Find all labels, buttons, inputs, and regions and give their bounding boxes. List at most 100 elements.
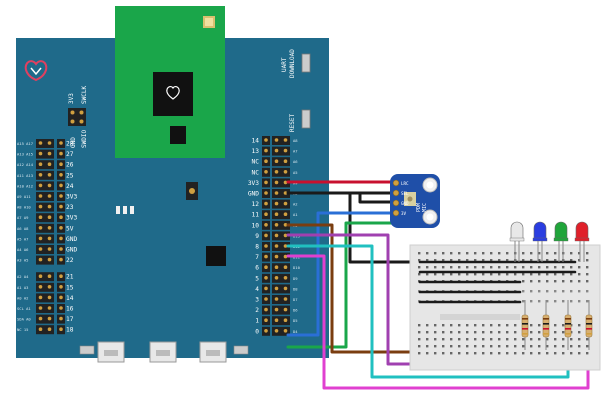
left-pin-label: 16 <box>66 306 74 313</box>
label-swdio: SWDIO <box>81 130 88 148</box>
left-outer-label: A3 A5 <box>17 258 28 263</box>
resistor <box>585 314 593 338</box>
sensor-pin-label: 3V <box>401 211 407 216</box>
right-pin-label: 3 <box>255 297 259 304</box>
board-buttons: UART DOWNLOAD RESET <box>281 49 311 132</box>
sensor-pin-label: LRC <box>401 181 409 186</box>
left-pin-label: 26 <box>66 162 74 169</box>
right-pin-label: 7 <box>255 254 259 261</box>
resistors <box>521 300 593 350</box>
led <box>510 221 524 241</box>
label-uart: UART <box>281 57 288 72</box>
right-pin-label: 0 <box>255 328 259 335</box>
left-outer-label: SCL A1 <box>17 306 31 311</box>
left-outer-label: A4 A6 <box>17 247 29 252</box>
left-pin-label: 15 <box>66 284 74 291</box>
left-pin-label: 17 <box>66 316 74 323</box>
left-outer-label: A2 A4 <box>17 274 29 279</box>
left-pin-label: 18 <box>66 327 74 334</box>
label-download: DOWNLOAD <box>289 49 296 78</box>
left-pin-label: 3V3 <box>66 215 77 222</box>
left-outer-label: A6 A8 <box>17 226 29 231</box>
right-pin-label: NC <box>252 159 260 166</box>
right-outer-label: A1 <box>293 212 298 217</box>
leds <box>509 221 590 262</box>
left-outer-label: NC 15 <box>17 327 28 332</box>
left-pin-label: 3V3 <box>66 194 77 201</box>
right-pin-label: 5 <box>255 275 259 282</box>
left-outer-label: A1 A3 <box>17 285 28 290</box>
wire <box>286 221 397 349</box>
left-outer-label: A7 A9 <box>17 215 29 220</box>
right-outer-label: D4 <box>293 329 298 334</box>
sensor-pin-label: GND <box>401 201 409 206</box>
left-pin-label: 5V <box>66 225 74 232</box>
right-pin-label: 8 <box>255 244 259 251</box>
left-outer-label: A12 A14 <box>17 162 34 167</box>
label-swclk: SWCLK <box>81 86 88 104</box>
led <box>554 221 568 241</box>
right-outer-label: D7 <box>293 297 298 302</box>
reset-button[interactable] <box>301 109 311 129</box>
right-outer-label: D9 <box>293 276 298 281</box>
resistor <box>521 314 529 338</box>
right-outer-label: A7 <box>293 149 298 154</box>
wire <box>286 254 590 390</box>
left-outer-label: A10 A12 <box>17 183 33 188</box>
breadboard <box>409 244 601 371</box>
breadboard-body <box>409 244 601 371</box>
right-outer-label: D6 <box>293 308 298 313</box>
left-pin-label: GND <box>66 236 77 243</box>
left-outer-label: A13 A15 <box>17 152 33 157</box>
led <box>575 221 589 241</box>
module-chip <box>153 72 193 116</box>
swd-header: 3V3 SWCLK GND SWDIO <box>68 86 88 148</box>
label-reset: RESET <box>289 114 296 132</box>
module-chip-small <box>170 126 186 144</box>
label-gnd: GND <box>70 137 77 148</box>
right-outer-label: A8 <box>293 138 298 143</box>
label-mic: MIC <box>422 203 428 212</box>
right-pin-label: GND <box>248 191 259 198</box>
wire <box>286 211 397 337</box>
right-outer-label: A2 <box>293 202 298 207</box>
left-pin-label: 21 <box>66 274 74 281</box>
right-pin-label: 13 <box>252 148 260 155</box>
left-pin-label: 28 <box>66 141 74 148</box>
left-pin-label: GND <box>66 247 77 254</box>
label-3v3: 3V3 <box>68 93 75 104</box>
resistor <box>564 314 572 338</box>
wire <box>286 191 422 264</box>
right-pin-label: 10 <box>252 222 260 229</box>
left-outer-label: A15 A17 <box>17 141 33 146</box>
right-outer-label: D5 <box>293 318 298 323</box>
right-pin-label: 1 <box>255 318 259 325</box>
dev-board: 3V3 SWCLK GND SWDIO UART DOWNLOAD RESET <box>16 6 329 363</box>
right-pin-label: 2 <box>255 307 259 314</box>
left-outer-label: A11 A13 <box>17 173 33 178</box>
right-outer-label: D10 <box>293 265 301 270</box>
left-pin-label: 25 <box>66 172 74 179</box>
right-outer-label: D8 <box>293 286 298 291</box>
right-outer-label: A5 <box>293 170 298 175</box>
right-pin-label: NC <box>252 169 260 176</box>
right-pin-label: 11 <box>252 212 260 219</box>
left-pin-label: 14 <box>66 295 74 302</box>
logo-icon <box>24 60 48 82</box>
left-pin-label: 24 <box>66 183 74 190</box>
left-outer-label: SDA A0 <box>17 317 31 322</box>
right-pin-label: 3V3 <box>248 180 259 187</box>
download-button[interactable] <box>301 53 311 73</box>
left-pin-label: 23 <box>66 204 74 211</box>
usb-connectors <box>79 341 249 363</box>
right-pin-label: 6 <box>255 265 259 272</box>
right-pin-label: 4 <box>255 286 259 293</box>
resistor <box>542 314 550 338</box>
left-outer-label: A9 A11 <box>17 194 31 199</box>
breadboard-jumpers <box>418 260 577 304</box>
led <box>533 221 547 241</box>
